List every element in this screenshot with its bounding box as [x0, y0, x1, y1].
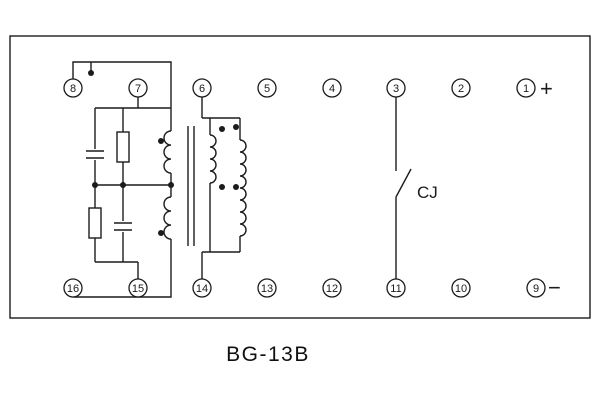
terminal-number: 16	[67, 283, 79, 295]
wire-terminal8-to-primary	[72, 61, 172, 131]
terminal-2: 2	[451, 78, 471, 98]
polarity-dot	[219, 126, 225, 132]
terminal-14: 14	[192, 278, 212, 298]
junction-dot	[88, 70, 94, 76]
terminal-4: 4	[322, 78, 342, 98]
coil	[239, 139, 247, 237]
resistor-1	[116, 131, 130, 163]
switch-blade	[395, 168, 412, 198]
capacitor-2	[114, 222, 132, 231]
terminal-6: 6	[192, 78, 212, 98]
polarity-dot	[158, 138, 164, 144]
terminal-number: 2	[458, 83, 464, 95]
terminal-8: 8	[63, 78, 83, 98]
terminal-15: 15	[128, 278, 148, 298]
secondary-winding-1	[209, 134, 217, 184]
secondary-winding-2	[239, 139, 247, 237]
diagram-border	[9, 35, 591, 319]
polarity-plus-sign: +	[540, 76, 553, 101]
terminal-5: 5	[257, 78, 277, 98]
terminal-number: 13	[261, 283, 273, 295]
polarity-dot	[158, 230, 164, 236]
terminal-number: 3	[393, 83, 399, 95]
junction-dot	[92, 182, 98, 188]
coil	[209, 134, 217, 184]
terminal-16: 16	[63, 278, 83, 298]
wire-primary-to-terminal16	[73, 239, 172, 298]
terminal-number: 6	[199, 83, 205, 95]
terminal-3: 3	[386, 78, 406, 98]
switch-cj	[395, 97, 412, 279]
terminal-1: 1	[516, 78, 536, 98]
polarity-dot	[233, 184, 239, 190]
primary-winding	[163, 130, 172, 240]
terminal-11: 11	[386, 278, 406, 298]
resistor-2	[88, 207, 102, 239]
terminal-13: 13	[257, 278, 277, 298]
terminal-number: 10	[455, 283, 467, 295]
terminal-7: 7	[128, 78, 148, 98]
coil-lower	[163, 196, 172, 240]
terminal-12: 12	[322, 278, 342, 298]
terminal-number: 8	[70, 83, 76, 95]
junction-dot	[120, 182, 126, 188]
transformer-core	[187, 126, 195, 246]
terminal-9: 9	[526, 278, 546, 298]
terminal-number: 5	[264, 83, 270, 95]
diagram-title: BG-13B	[226, 343, 310, 366]
polarity-dot	[233, 124, 239, 130]
terminal-number: 14	[196, 283, 208, 295]
terminal-number: 7	[135, 83, 141, 95]
terminal-10: 10	[451, 278, 471, 298]
terminal-number: 12	[326, 283, 338, 295]
wiring: CJ	[72, 61, 438, 298]
terminal-number: 11	[390, 283, 401, 295]
terminal-number: 1	[523, 83, 529, 95]
capacitor-1	[86, 150, 104, 159]
polarity-dot	[219, 184, 225, 190]
terminal-number: 15	[132, 283, 144, 295]
polarity-minus-sign: −	[548, 275, 561, 300]
terminal-number: 9	[533, 283, 539, 295]
switch-label: CJ	[417, 183, 438, 202]
coil-upper	[163, 130, 172, 174]
terminal-number: 4	[329, 83, 335, 95]
